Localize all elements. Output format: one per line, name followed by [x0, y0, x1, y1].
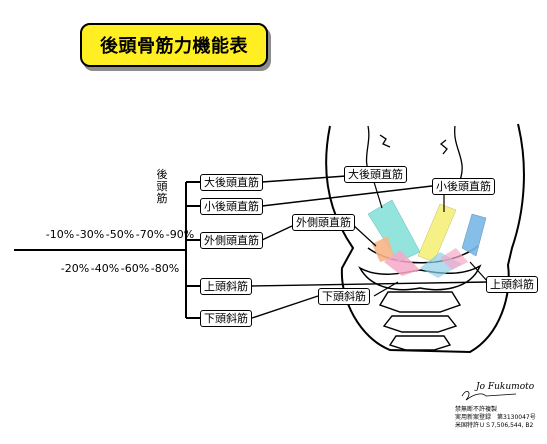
muscle-rectus-capitis-minor-right: [461, 213, 487, 257]
label-box-rectus-minor: 小後頭直筋: [200, 198, 263, 215]
diagram-label-obliquus-inferior: 下頭斜筋: [318, 288, 370, 305]
label-box-obliquus-inferior: 下頭斜筋: [200, 310, 252, 327]
pointer-rectus-major: [373, 181, 383, 209]
signature: Jo Fukumoto: [476, 382, 535, 392]
scale-tick-50: -50%: [105, 228, 135, 241]
label-box-rectus-lateralis: 外側頭直筋: [200, 232, 263, 249]
skull-outline: [325, 123, 525, 354]
diagram-label-rectus-major: 大後頭直筋: [344, 166, 407, 183]
diagram-label-rectus-minor: 小後頭直筋: [432, 178, 495, 195]
scale-tick-90: -90%: [165, 228, 195, 241]
atlas-vertebra: [358, 264, 482, 291]
muscle-obliquus-capitis-superior: [384, 250, 420, 276]
leader-rectus-minor: [261, 185, 433, 207]
muscle-rectus-capitis-minor: [417, 203, 457, 263]
pointer-rectus-lateralis: [351, 223, 377, 247]
cervical-vertebra-4: [388, 335, 452, 351]
head-muscles-label: 後頭筋: [156, 168, 168, 205]
scale-tick-60: -60%: [120, 262, 150, 275]
muscle-obliquus-capitis-superior-right: [440, 248, 468, 270]
leader-obliquus-superior: [251, 281, 489, 287]
scale-tick-80: -80%: [150, 262, 180, 275]
copyright-line-3: 米国特許ＵＳ7,506,544, B2: [455, 422, 534, 429]
leader-rectus-lateralis: [261, 225, 293, 241]
pointer-obliquus-inferior: [373, 281, 399, 297]
copyright-line-1: 禁無断不許複製: [455, 406, 498, 413]
label-box-rectus-major: 大後頭直筋: [200, 174, 263, 191]
skull-suture: [365, 125, 463, 186]
cervical-vertebra-3: [382, 315, 458, 333]
leader-obliquus-inferior: [251, 295, 319, 319]
leader-rectus-major: [261, 175, 347, 183]
muscle-rectus-capitis-lateralis: [372, 236, 394, 262]
scale-tick-10: -10%: [45, 228, 75, 241]
copyright-block: 禁無断不許複製 実用新案登録 第3130047号 米国特許ＵＳ7,506,544…: [455, 406, 536, 430]
scale-tick-20: -20%: [60, 262, 90, 275]
label-box-obliquus-superior: 上頭斜筋: [200, 278, 252, 295]
scale-tick-40: -40%: [90, 262, 120, 275]
diagram-label-obliquus-superior: 上頭斜筋: [486, 276, 538, 293]
signature-scribble: [461, 390, 517, 401]
scale-tick-70: -70%: [135, 228, 165, 241]
copyright-line-2: 実用新案登録 第3130047号: [455, 414, 536, 421]
diagram-label-rectus-lateralis: 外側頭直筋: [292, 214, 355, 231]
title-text: 後頭骨筋力機能表: [100, 36, 248, 57]
pointer-obliquus-superior: [469, 261, 489, 283]
title-banner: 後頭骨筋力機能表: [80, 23, 268, 67]
scale-tick-30: -30%: [75, 228, 105, 241]
axis-vertebra: [378, 291, 462, 313]
